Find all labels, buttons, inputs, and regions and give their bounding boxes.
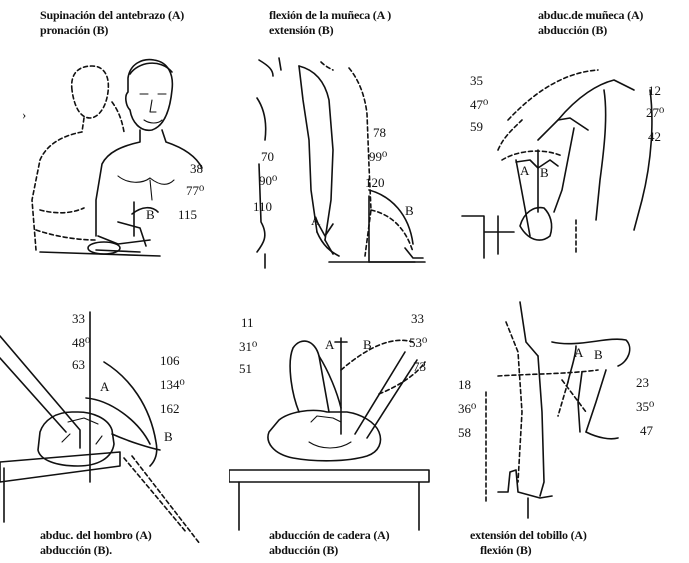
value-max: 115	[178, 208, 197, 222]
caption-line-1: extensión del tobillo (A)	[470, 528, 587, 543]
value-left-min: 70	[261, 150, 274, 164]
standing-arm-figure	[229, 0, 458, 281]
caption-line-1: abduc. del hombro (A)	[40, 528, 152, 543]
value-right-max: 42	[648, 130, 661, 144]
value-right-max: 162	[160, 402, 180, 416]
value-right-max: 47	[640, 424, 653, 438]
value-right-mean: 27⁰	[646, 106, 664, 120]
label-b: B	[594, 348, 603, 362]
panel-hip-abduction: 11 31⁰ 51 33 53⁰ 73 A B abducción de cad…	[229, 282, 458, 563]
panel-wrist-abduction: abduc.de muñeca (A) abducción (B) 35 47⁰…	[458, 0, 687, 281]
value-left-mean: 31⁰	[239, 340, 257, 354]
mark: ›	[22, 108, 26, 122]
caption-line-2: flexión (B)	[470, 543, 587, 558]
caption-line-2: abducción (B)	[269, 543, 389, 558]
value-left-mean: 48⁰	[72, 336, 90, 350]
value-right-mean: 35⁰	[636, 400, 654, 414]
value-left-max: 58	[458, 426, 471, 440]
value-left-max: 59	[470, 120, 483, 134]
value-right-min: 23	[636, 376, 649, 390]
label-a: A	[311, 214, 320, 228]
label-b: B	[164, 430, 173, 444]
panel-wrist-flexion: flexión de la muñeca (A ) extensión (B) …	[229, 0, 458, 281]
label-a: A	[520, 164, 529, 178]
value-right-min: 106	[160, 354, 180, 368]
value-left-min: 18	[458, 378, 471, 392]
label-b: B	[146, 208, 155, 222]
value-left-mean: 90⁰	[259, 174, 277, 188]
panel-forearm-supination: Supinación del antebrazo (A) pronación (…	[0, 0, 229, 281]
value-right-mean: 134⁰	[160, 378, 185, 392]
value-mean: 77⁰	[186, 184, 204, 198]
value-right-min: 78	[373, 126, 386, 140]
value-right-mean: 53⁰	[409, 336, 427, 350]
value-left-max: 51	[239, 362, 252, 376]
label-b: B	[405, 204, 414, 218]
value-right-min: 12	[648, 84, 661, 98]
caption-hip-abduction: abducción de cadera (A) abducción (B)	[269, 528, 389, 558]
caption-ankle-extension: extensión del tobillo (A) flexión (B)	[470, 528, 587, 558]
lying-shoulder-figure	[0, 282, 229, 563]
caption-line-2: abducción (B).	[40, 543, 152, 558]
caption-line-1: abducción de cadera (A)	[269, 528, 389, 543]
label-b: B	[540, 166, 549, 180]
label-b: B	[363, 338, 372, 352]
value-left-max: 110	[253, 200, 272, 214]
value-right-max: 120	[365, 176, 385, 190]
caption-shoulder-abduction: abduc. del hombro (A) abducción (B).	[40, 528, 152, 558]
value-right-max: 73	[413, 360, 426, 374]
value-left-min: 33	[72, 312, 85, 326]
value-right-min: 33	[411, 312, 424, 326]
label-a: A	[574, 346, 583, 360]
value-left-max: 63	[72, 358, 85, 372]
seated-torso-figure	[0, 0, 229, 281]
panel-shoulder-abduction: 33 48⁰ 63 106 134⁰ 162 A B abduc. del ho…	[0, 282, 229, 563]
value-left-min: 11	[241, 316, 254, 330]
label-a: A	[100, 380, 109, 394]
value-right-mean: 99⁰	[369, 150, 387, 164]
panel-ankle-extension: 18 36⁰ 58 23 35⁰ 47 A B extensión del to…	[458, 282, 687, 563]
value-left-mean: 36⁰	[458, 402, 476, 416]
value-left-mean: 47⁰	[470, 98, 488, 112]
label-a: A	[325, 338, 334, 352]
value-left-min: 35	[470, 74, 483, 88]
value-min: 38	[190, 162, 203, 176]
